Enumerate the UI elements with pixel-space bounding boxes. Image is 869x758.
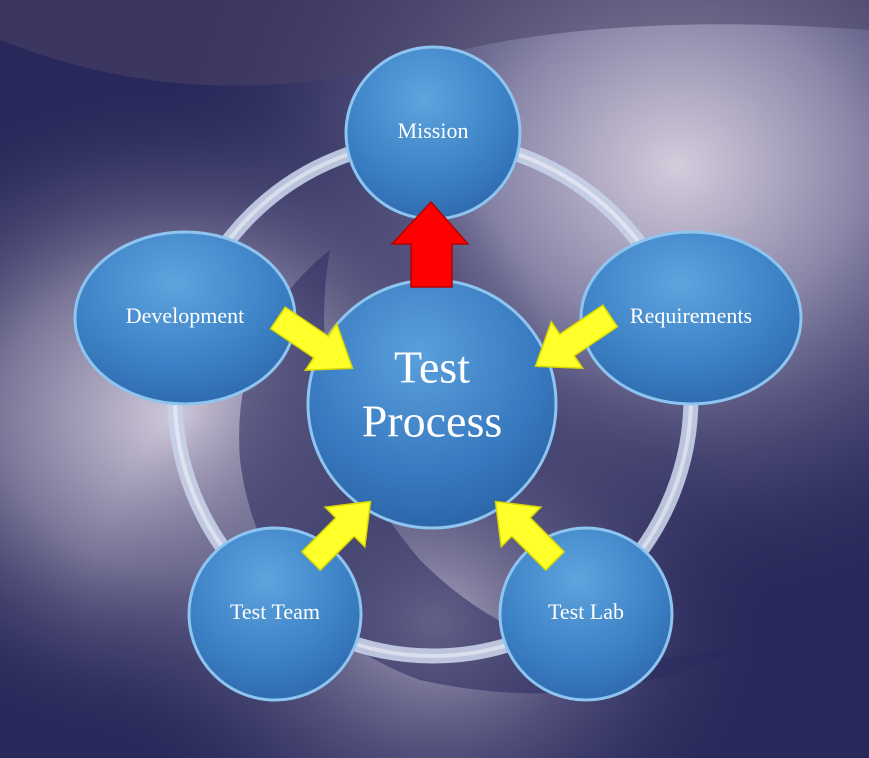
node-test-team: Test Team xyxy=(187,526,363,702)
node-test-process: Test Process xyxy=(306,278,558,530)
node-requirements-label: Requirements xyxy=(630,303,752,328)
node-development-label: Development xyxy=(126,303,245,328)
node-requirements: Requirements xyxy=(579,230,803,406)
center-label-line2: Process xyxy=(362,396,503,447)
background-swirl xyxy=(239,250,760,694)
node-mission-label: Mission xyxy=(398,118,469,143)
center-label-line1: Test xyxy=(394,342,470,393)
input-arrow-from-test-lab xyxy=(494,500,566,572)
input-arrow-from-test-team xyxy=(300,500,372,572)
node-test-team-label: Test Team xyxy=(230,599,320,624)
output-arrow-to-mission xyxy=(390,200,470,288)
input-arrow-from-development xyxy=(269,306,354,372)
node-development: Development xyxy=(73,230,297,406)
node-test-lab: Test Lab xyxy=(498,526,674,702)
background-top-band xyxy=(0,0,869,86)
node-test-lab-label: Test Lab xyxy=(548,599,624,624)
input-arrow-from-requirements xyxy=(534,304,619,370)
node-mission: Mission xyxy=(344,45,522,221)
